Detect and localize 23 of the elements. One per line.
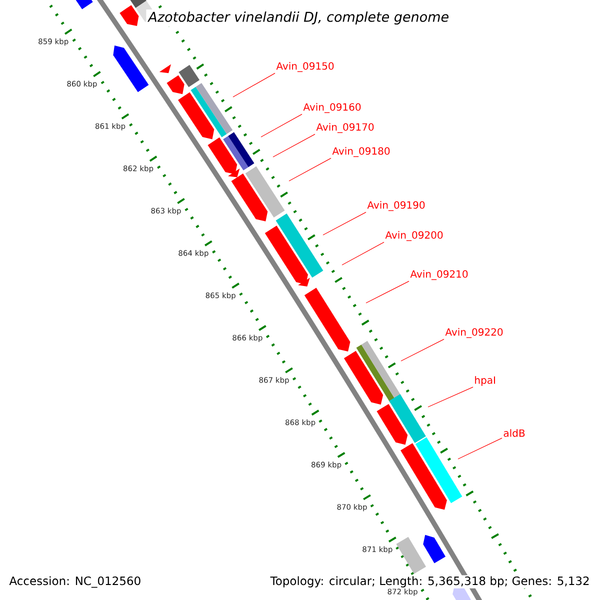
genome-info: Topology: circular; Length: 5,365,318 bp; Genes: 5,132 <box>269 575 591 588</box>
gene-label: hpaI <box>475 376 495 386</box>
gene-label: Avin_09200 <box>385 231 443 241</box>
leader-line <box>288 158 332 182</box>
gene-label: Avin_09160 <box>303 103 361 113</box>
gene-label: Avin_09150 <box>276 62 334 72</box>
leader-line <box>260 114 302 138</box>
gene-label: Avin_09170 <box>316 123 374 133</box>
gene-label: Avin_09180 <box>332 147 390 157</box>
leader-line <box>272 134 316 158</box>
leader-line <box>400 338 444 362</box>
leader-line <box>428 386 474 408</box>
accession-note: Accession: NC_012560 <box>8 575 142 589</box>
leader-line <box>342 242 384 266</box>
gene-label: aldB <box>504 429 525 437</box>
gene-label: Avin_09190 <box>367 201 425 211</box>
leader-line <box>232 72 276 98</box>
leader-line <box>458 438 502 460</box>
leader-line <box>322 212 366 236</box>
gene-label: Avin_09220 <box>445 328 503 338</box>
gene-label: Avin_09210 <box>410 270 468 280</box>
title: Azotobacter vinelandii DJ, complete genome <box>146 9 452 27</box>
leader-line <box>366 280 410 304</box>
